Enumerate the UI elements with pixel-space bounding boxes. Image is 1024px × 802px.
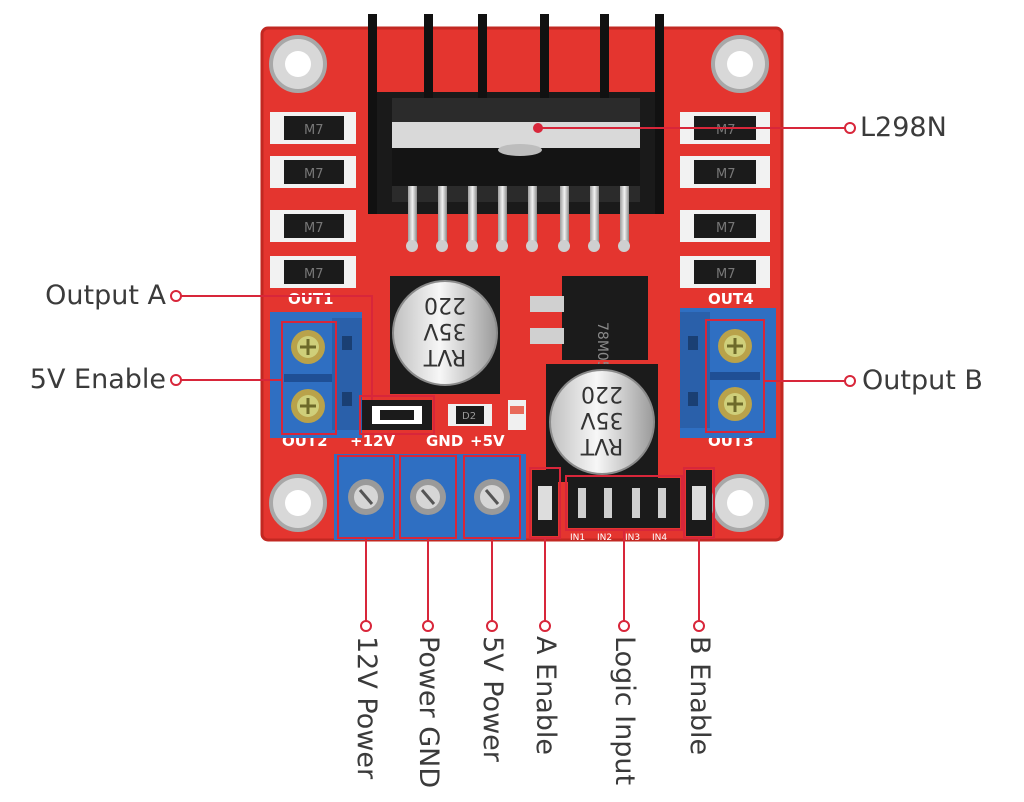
mounting-hole-top-left (269, 35, 327, 93)
chip-pins (406, 186, 630, 252)
mounting-hole-bottom-right (711, 474, 769, 532)
label-5v-power: 5V Power (477, 636, 508, 762)
silk-in2: IN2 (597, 533, 612, 543)
diode-label: M7 (304, 123, 324, 138)
endpoint-output-b (844, 375, 856, 387)
label-output-b: Output B (862, 365, 983, 396)
endpoint-12v-power (360, 620, 372, 632)
endpoint-logic-input (618, 620, 630, 632)
endpoint-b-enable (693, 620, 705, 632)
endpoint-5v-enable (170, 374, 182, 386)
endpoint-5v-power (486, 620, 498, 632)
endpoint-l298n (533, 123, 543, 133)
diodes-left: M7 M7 M7 M7 (270, 112, 356, 288)
label-12v-power: 12V Power (351, 636, 382, 780)
smd-d2: D2 (448, 404, 492, 426)
cap-label-35v: 35V (423, 318, 466, 343)
diode-label: M7 (716, 123, 736, 138)
callout-lines (180, 127, 846, 622)
silk-out1: OUT1 (288, 290, 334, 308)
label-output-a: Output A (45, 280, 166, 311)
jumper-5v-enable (359, 395, 435, 435)
cap-label-220: 220 (424, 292, 466, 317)
terminal-power (334, 454, 526, 540)
endpoint-power-gnd (422, 620, 434, 632)
header-logic-input: IN1 IN2 IN3 IN4 (565, 475, 683, 543)
jumper-a-enable (529, 467, 561, 539)
endpoint-l298n-label (844, 122, 856, 134)
label-l298n: L298N (860, 112, 947, 143)
leader-output-a (180, 295, 373, 400)
silk-in4: IN4 (652, 533, 667, 543)
jumper-b-enable (683, 467, 715, 539)
silk-gnd: GND (426, 432, 463, 450)
smd-led (508, 400, 526, 430)
terminal-output-a (270, 312, 362, 438)
label-logic-input: Logic Input (609, 636, 640, 786)
label-power-gnd: Power GND (413, 636, 444, 789)
cap-label-220: 220 (581, 381, 623, 406)
label-5v-enable: 5V Enable (29, 364, 166, 395)
diode-label: M7 (716, 167, 736, 182)
label-b-enable: B Enable (684, 636, 715, 756)
diode-label: M7 (716, 267, 736, 282)
silk-in1: IN1 (570, 533, 585, 543)
diode-label: M7 (304, 221, 324, 236)
silk-out4: OUT4 (708, 290, 754, 308)
capacitor-2: RVT 35V 220 (546, 364, 658, 482)
regulator-78m05: 78M05 (530, 276, 648, 370)
capacitor-1: RVT 35V 220 (390, 276, 500, 394)
endpoint-a-enable (539, 620, 551, 632)
smd-led-top (510, 406, 524, 414)
diode-label: M7 (304, 267, 324, 282)
diode-label: M7 (716, 221, 736, 236)
silk-in3: IN3 (625, 533, 640, 543)
callout-endpoints (170, 122, 856, 632)
cap-label-rvt: RVT (423, 344, 466, 369)
silk-78m05: 78M05 (594, 322, 610, 370)
cap-label-35v: 35V (580, 407, 623, 432)
diode-label: M7 (304, 167, 324, 182)
mounting-hole-top-right (711, 35, 769, 93)
label-a-enable: A Enable (530, 636, 561, 756)
mounting-hole-bottom-left (269, 474, 327, 532)
l298n-chip (392, 122, 640, 186)
endpoint-output-a (170, 290, 182, 302)
cap-label-rvt: RVT (580, 433, 623, 458)
terminal-output-b (680, 308, 776, 438)
silk-5v: +5V (470, 432, 505, 450)
silk-d2: D2 (462, 411, 476, 422)
